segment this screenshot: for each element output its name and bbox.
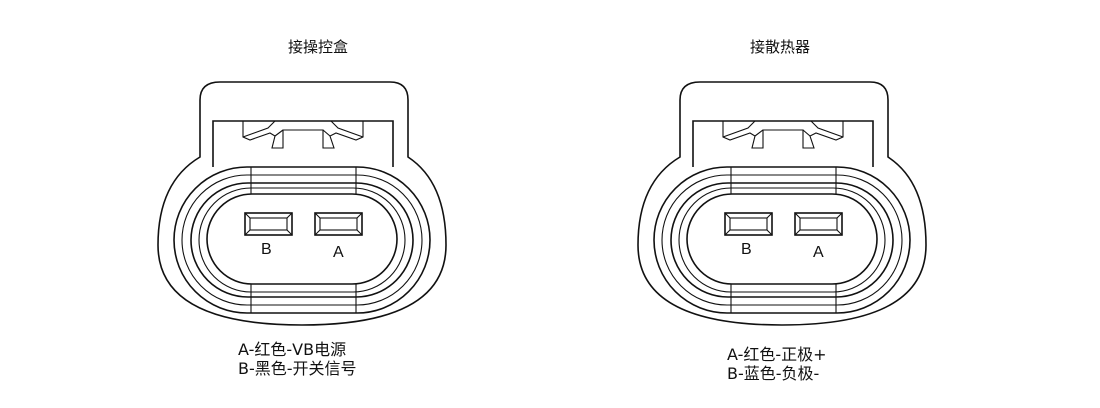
connector-title: 接操控盒 <box>287 38 349 56</box>
pin-a-label: A <box>333 244 344 261</box>
wire-legend: A-红色-正极+ B-蓝色-负极- <box>727 345 827 383</box>
pin-b-label: B <box>261 241 272 258</box>
connector-title: 接散热器 <box>749 38 811 56</box>
pin-a-label: A <box>813 244 824 261</box>
connector-right-outline <box>637 81 927 326</box>
connector-left-outline <box>157 81 447 326</box>
pin-b-label: B <box>741 241 752 258</box>
legend-line-b: B-蓝色-负极- <box>727 364 820 383</box>
legend-line-a: A-红色-VB电源 <box>238 340 347 359</box>
legend-line-a: A-红色-正极+ <box>727 345 827 364</box>
wire-legend: A-红色-VB电源 B-黑色-开关信号 <box>238 340 357 378</box>
legend-line-b: B-黑色-开关信号 <box>238 359 357 378</box>
